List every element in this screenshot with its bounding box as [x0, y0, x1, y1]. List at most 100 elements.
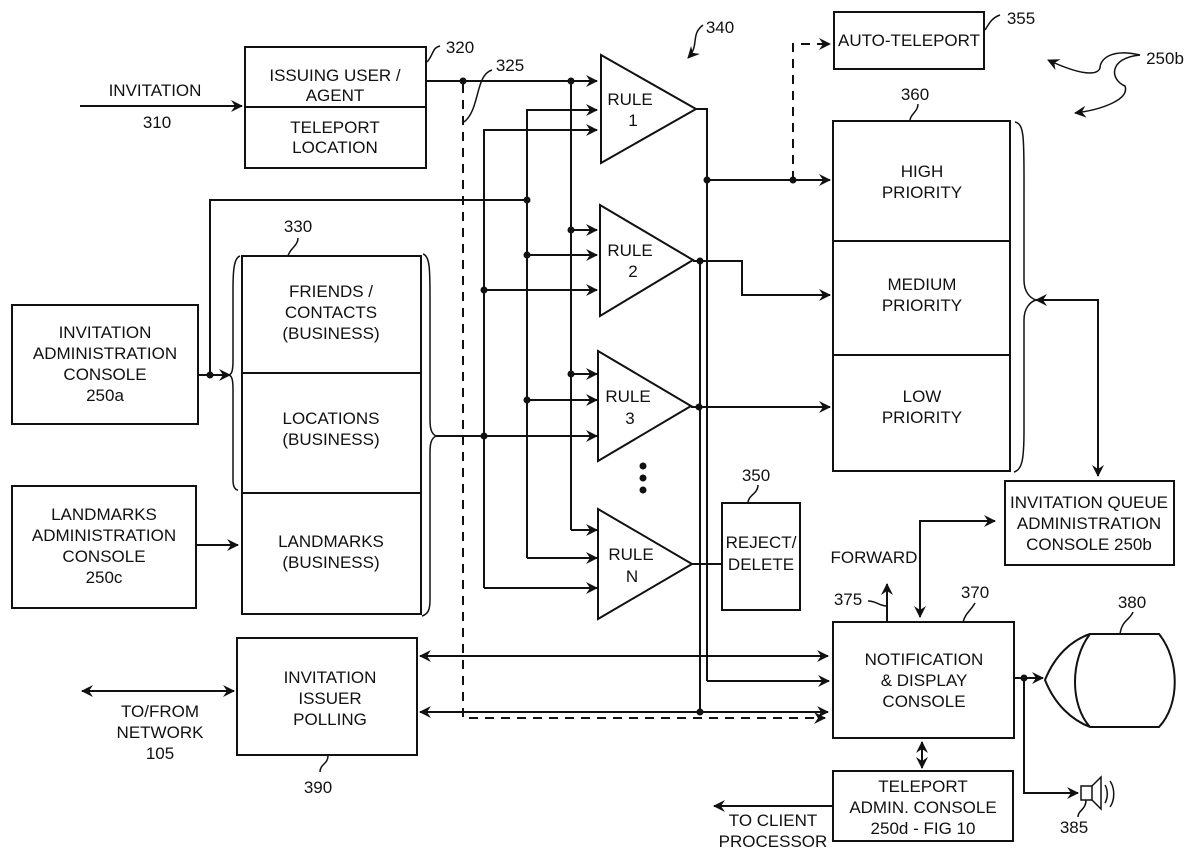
rule-2-number: 2	[628, 262, 637, 281]
ref-375: 375	[834, 590, 862, 609]
lm-admin-line4: 250c	[86, 568, 123, 587]
friends-line2: CONTACTS	[285, 303, 377, 322]
right-brace	[422, 254, 436, 616]
low-priority-line1: LOW	[903, 387, 942, 406]
teleport-admin-console: TELEPORT ADMIN. CONSOLE 250d - FIG 10 TO…	[714, 742, 1013, 851]
rule-n-number: N	[626, 567, 638, 586]
ref-340: 340	[706, 18, 734, 37]
rule-3-label: RULE	[605, 387, 650, 406]
network-link: TO/FROM NETWORK 105	[82, 691, 234, 763]
speaker-icon: 385	[1060, 777, 1114, 837]
queue-to-admin-arrow	[1036, 300, 1098, 476]
rule-2-label: RULE	[607, 241, 652, 260]
high-priority-line1: HIGH	[901, 162, 944, 181]
ref-390: 390	[304, 778, 332, 797]
dashed-to-auto-teleport	[793, 44, 830, 180]
rule-n-label: RULE	[608, 545, 653, 564]
ref-250b: 250b	[1146, 49, 1184, 68]
queue-admin-line3: CONSOLE 250b	[1026, 535, 1152, 554]
notification-line1: NOTIFICATION	[865, 650, 984, 669]
rule-1: RULE 1	[601, 55, 696, 163]
queue-admin-line2: ADMINISTRATION	[1017, 514, 1161, 533]
delete-label: DELETE	[728, 555, 794, 574]
medium-priority-line2: PRIORITY	[882, 296, 962, 315]
rule-1-number: 1	[628, 111, 637, 130]
invitation-issuer-polling: INVITATION ISSUER POLLING 390	[237, 638, 417, 797]
bus-484	[484, 130, 597, 588]
rule-3-number: 3	[625, 409, 634, 428]
leader-325	[464, 70, 492, 122]
lm-admin-line2: ADMINISTRATION	[32, 526, 176, 545]
landmarks-admin-console: LANDMARKS ADMINISTRATION CONSOLE 250c	[12, 486, 238, 608]
ref-355: 355	[1007, 9, 1035, 28]
teleport-admin-line3: 250d - FIG 10	[871, 819, 976, 838]
ref-350: 350	[742, 466, 770, 485]
polling-line2: ISSUER	[298, 689, 361, 708]
ref-385: 385	[1060, 818, 1088, 837]
queue-brace	[1014, 122, 1036, 472]
rule-n: RULE N	[598, 509, 692, 619]
medium-priority-line1: MEDIUM	[888, 275, 957, 294]
friends-line1: FRIENDS /	[289, 282, 373, 301]
priority-queue: 360 HIGH PRIORITY MEDIUM PRIORITY LOW PR…	[833, 85, 1098, 476]
polling-line1: INVITATION	[284, 668, 377, 687]
queue-admin-line1: INVITATION QUEUE	[1010, 493, 1168, 512]
lm-admin-line3: CONSOLE	[62, 547, 145, 566]
inv-admin-line4: 250a	[86, 386, 124, 405]
notification-line3: CONSOLE	[882, 692, 965, 711]
ellipsis	[640, 463, 647, 494]
rule-2: RULE 2	[600, 205, 693, 316]
reject-label: REJECT/	[726, 533, 797, 552]
lm-admin-line1: LANDMARKS	[51, 505, 157, 524]
business-lists: 330 FRIENDS / CONTACTS (BUSINESS) LOCATI…	[229, 217, 436, 616]
forward-arrow	[920, 521, 995, 617]
queue-admin-console: INVITATION QUEUE ADMINISTRATION CONSOLE …	[1005, 481, 1174, 565]
system-250b-marker: 250b	[1048, 49, 1184, 113]
left-brace	[229, 256, 240, 490]
console-to-speaker	[1024, 678, 1078, 793]
friends-line3: (BUSINESS)	[282, 324, 379, 343]
polling-line3: POLLING	[293, 710, 367, 729]
agent-label: AGENT	[306, 86, 365, 105]
reject-delete-block: 350 REJECT/ DELETE	[722, 466, 800, 610]
network-line2: NETWORK	[117, 723, 205, 742]
ref-320: 320	[446, 38, 474, 57]
low-priority-line2: PRIORITY	[882, 408, 962, 427]
processor-label: PROCESSOR	[719, 832, 828, 851]
rule-1-label: RULE	[607, 90, 652, 109]
auto-teleport-label: AUTO-TELEPORT	[838, 31, 980, 50]
high-priority-line2: PRIORITY	[882, 183, 962, 202]
inv-admin-line1: INVITATION	[59, 323, 152, 342]
issuing-user-label: ISSUING USER /	[269, 66, 401, 85]
inv-admin-line3: CONSOLE	[63, 365, 146, 384]
notification-line2: & DISPLAY	[881, 671, 968, 690]
landmarks-line1: LANDMARKS	[278, 532, 384, 551]
inv-admin-line2: ADMINISTRATION	[33, 344, 177, 363]
teleport-admin-line2: ADMIN. CONSOLE	[849, 798, 996, 817]
invitation-label: INVITATION	[109, 81, 202, 100]
location-label: LOCATION	[292, 138, 378, 157]
ref-380: 380	[1118, 593, 1146, 612]
locations-line2: (BUSINESS)	[282, 430, 379, 449]
network-ref: 105	[146, 744, 174, 763]
rule1-output	[696, 109, 707, 180]
network-line1: TO/FROM	[121, 702, 199, 721]
invitation-record-block: ISSUING USER / AGENT TELEPORT LOCATION 3…	[245, 38, 524, 168]
rule-3: RULE 3	[598, 351, 691, 461]
ref-360: 360	[901, 85, 929, 104]
invitation-ref: 310	[143, 113, 171, 132]
leader-320	[427, 46, 440, 62]
ref-330: 330	[284, 217, 312, 236]
rule2-to-medium	[693, 261, 830, 295]
invitation-input: INVITATION 310	[80, 81, 242, 132]
teleport-admin-line1: TELEPORT	[878, 777, 967, 796]
ref-370: 370	[961, 583, 989, 602]
landmarks-line2: (BUSINESS)	[282, 553, 379, 572]
ref-325: 325	[496, 56, 524, 75]
display-monitor-icon: 380	[1045, 593, 1175, 727]
locations-line1: LOCATIONS	[283, 409, 380, 428]
teleport-label: TELEPORT	[290, 118, 379, 137]
auto-teleport-block: AUTO-TELEPORT 355	[834, 9, 1035, 69]
leader-340	[688, 25, 703, 58]
